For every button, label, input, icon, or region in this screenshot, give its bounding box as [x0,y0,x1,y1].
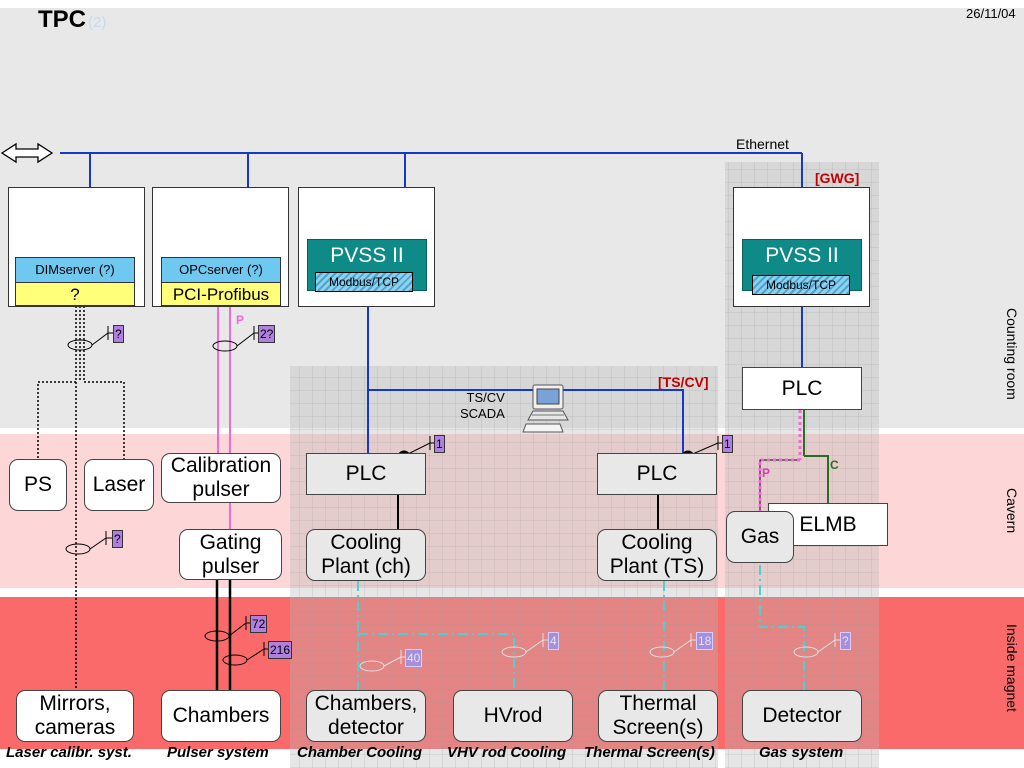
cooling-plant-ts-box: Cooling Plant (TS) [597,529,717,581]
tag-hvrod-4: 4 [548,632,559,650]
modbus-gas-label: Modbus/TCP [752,275,850,295]
tag-gas-q: ? [840,632,851,650]
laser-dotted-lines [37,306,125,690]
laser-box: Laser [84,459,154,511]
tag-laser-cavern: ? [112,530,123,548]
dim-server-label: DIMserver (?) [15,257,135,283]
system-gas-label: Gas system [759,744,844,761]
date-label: 26/11/04 [966,6,1016,21]
gas-box: Gas [726,511,794,563]
system-thermal-label: Thermal Screen(s) [584,744,715,761]
gas-plc-links [758,410,829,511]
plc-ts: PLC [597,453,717,495]
system-chamber-cooling-label: Chamber Cooling [297,744,423,761]
tag-pointers-light [359,633,840,672]
gwg-label: [GWG] [815,170,860,186]
ethernet-bus [60,152,803,453]
mirrors-cameras-box: Mirrors, cameras [16,690,134,742]
plc-gas: PLC [742,367,862,410]
gating-pulser-box: Gating pulser [179,529,282,580]
ethernet-label: Ethernet [736,136,789,152]
tag-pulser-counting: 2? [258,325,276,343]
tag-pulser-72: 72 [250,615,268,633]
gas-c-letter: C [830,458,839,472]
tag-plc-ts: 1 [722,435,733,453]
cavern-label: Cavern [1004,488,1020,534]
tag-pulser-216: 216 [268,641,293,659]
tscv-label: [TS/CV] [658,374,709,390]
ps-box: PS [9,459,67,511]
opc-server-label: OPCserver (?) [161,257,281,283]
calibration-pulser-box: Calibration pulser [161,453,281,503]
system-vhv-cooling-label: VHV rod Cooling [447,744,567,761]
system-pulser-label: Pulser system [167,744,269,761]
pci-profibus-card: PCI-Profibus [161,282,281,306]
computer-icon [522,384,569,433]
detector-box: Detector [742,690,862,742]
inside-magnet-label: Inside magnet [1004,624,1020,712]
gas-p-letter: P [762,466,771,480]
ethernet-arrow-icon [0,142,54,164]
system-laser-label: Laser calibr. syst. [6,744,132,761]
cooling-pipes [357,565,805,690]
plc-chamber: PLC [306,453,426,495]
dim-server-sub: ? [15,282,135,306]
tag-plc-ch: 1 [434,435,445,453]
tag-laser-counting: ? [113,325,124,343]
modbus-cooling-label: Modbus/TCP [315,272,413,292]
chambers-detector-box: Chambers, detector [306,690,426,742]
plc-cooling-links [397,495,659,529]
page-title-suffix: (2) [88,14,107,31]
tag-cooling-40: 40 [405,649,423,667]
hvrod-box: HVrod [453,690,573,742]
counting-room-label: Counting room [1004,308,1020,400]
cooling-plant-ch-box: Cooling Plant (ch) [306,529,426,581]
scada-label: TS/CV SCADA [460,390,505,421]
thermal-screens-box: Thermal Screen(s) [598,690,718,742]
tag-thermal-18: 18 [696,632,714,650]
profibus-letter: P [236,313,245,327]
page-title: TPC(2) [38,6,107,33]
chambers-box: Chambers [161,690,281,742]
tag-pointers [65,326,722,666]
